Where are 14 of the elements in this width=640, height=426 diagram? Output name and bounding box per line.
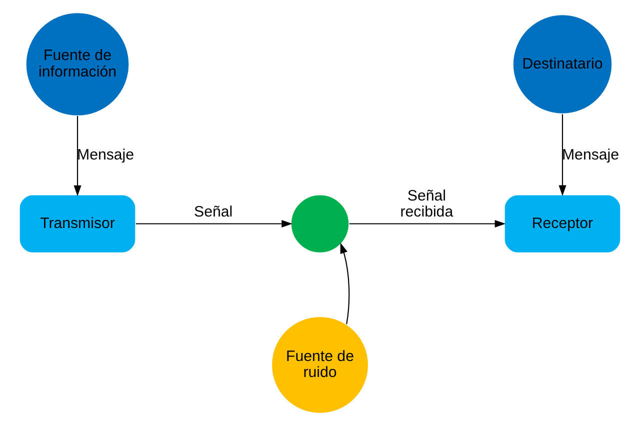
edge-label: Mensaje <box>77 146 134 164</box>
arrow <box>340 242 350 324</box>
node-circle: Fuente de información <box>25 12 130 116</box>
arrow <box>349 220 506 228</box>
node-circle: Destinatario <box>512 14 613 114</box>
node-box: Transmisor <box>18 194 136 254</box>
edge-label: Mensaje <box>562 146 620 164</box>
edge-label: Señal recibida <box>400 187 454 220</box>
arrow <box>136 220 292 228</box>
node-circle: Fuente de ruido <box>270 316 370 414</box>
node-box: Receptor <box>504 194 622 254</box>
arrow <box>74 116 82 196</box>
arrow <box>558 114 566 196</box>
edge-label: Señal <box>194 203 233 220</box>
